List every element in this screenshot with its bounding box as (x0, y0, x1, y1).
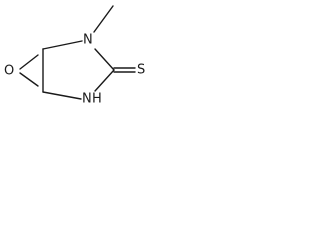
bond-n-methyl (93, 5, 114, 33)
chemical-structure: O N N H S (4, 5, 145, 107)
bond-n-lower-c-thione (94, 69, 115, 92)
bond-c2-n-lower (42, 91, 82, 100)
bond-c1-n-upper (42, 40, 83, 50)
bond-o-c2 (19, 72, 39, 87)
atom-label-oxygen: O (4, 64, 14, 79)
atom-label-hydrogen-lower: H (92, 92, 102, 107)
atom-label-sulfur: S (137, 63, 145, 78)
bond-o-c1 (19, 54, 39, 70)
bond-n-upper-c-thione (94, 48, 115, 71)
atom-label-nitrogen-lower: N (82, 92, 92, 107)
atom-label-nitrogen-upper: N (83, 33, 93, 48)
